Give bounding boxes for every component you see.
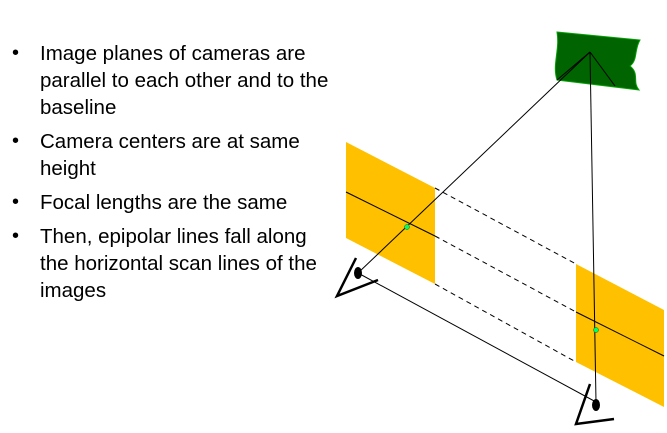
bullet-text: Image planes of cameras are parallel to …	[40, 42, 329, 119]
left-image-plane	[346, 142, 435, 284]
bullet-marker: •	[12, 130, 20, 152]
left-eye-icon	[334, 257, 379, 299]
bullet-item: • Camera centers are at same height	[12, 128, 332, 182]
bullet-marker: •	[12, 191, 20, 213]
left-image-point	[404, 224, 410, 230]
left-ray	[357, 51, 591, 274]
baseline	[357, 272, 597, 403]
bullet-text: Focal lengths are the same	[40, 191, 288, 214]
right-eye-icon	[574, 383, 615, 426]
object-ray-left-edge	[556, 51, 591, 81]
right-scan-line	[575, 311, 665, 357]
bullet-item: • Then, epipolar lines fall along the hor…	[12, 223, 332, 304]
bullet-marker: •	[12, 42, 20, 64]
bullet-marker: •	[12, 225, 20, 247]
right-image-plane	[576, 264, 664, 407]
dashed-top-connector	[434, 187, 577, 265]
bullet-item: • Focal lengths are the same	[12, 189, 332, 216]
right-image-point	[593, 327, 599, 333]
dashed-bottom-connector	[434, 283, 577, 363]
right-ray	[589, 51, 597, 403]
bullet-text: Then, epipolar lines fall along the hori…	[40, 225, 317, 302]
bullet-text: Camera centers are at same height	[40, 130, 300, 180]
left-scan-line	[345, 191, 436, 237]
dashed-middle-connector	[434, 235, 577, 313]
object-ray-right-edge	[589, 51, 616, 87]
bullet-item: • Image planes of cameras are parallel to…	[12, 40, 332, 121]
bullet-list: • Image planes of cameras are parallel to…	[12, 40, 332, 311]
scene-object-icon	[554, 31, 641, 91]
